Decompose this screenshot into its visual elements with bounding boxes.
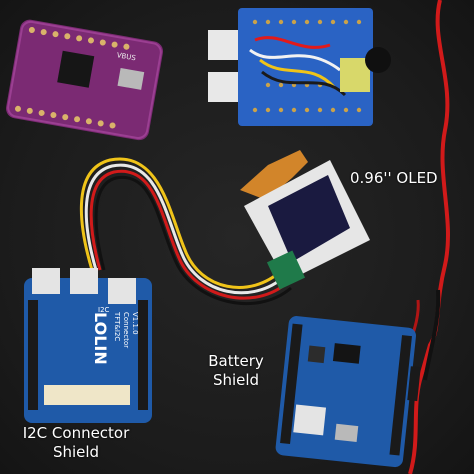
i2c-shield-caption: I2C Connector Shield xyxy=(18,424,134,462)
proto-board xyxy=(238,8,391,126)
black-wire-right xyxy=(423,289,441,381)
i2c-caption-line2: Shield xyxy=(52,443,100,461)
purple-vbus-label: VBUS xyxy=(116,51,137,62)
battery-caption-line2: Shield xyxy=(212,371,260,389)
potentiometer-knob xyxy=(365,47,391,73)
battery-jst-connector xyxy=(293,404,327,436)
i2c-model-text-2: Connector xyxy=(122,312,130,348)
red-wire-right xyxy=(408,0,450,474)
oled-module xyxy=(240,150,370,290)
lolin-logo-text: LOLIN xyxy=(91,312,110,365)
i2c-port-label: I2C xyxy=(98,306,110,314)
purple-mcu-board: VBUS xyxy=(6,19,164,141)
oled-connector xyxy=(266,250,306,290)
i2c-port-1 xyxy=(32,268,60,294)
battery-chip xyxy=(332,343,361,364)
i2c-port-3 xyxy=(108,278,136,304)
battery-shield xyxy=(275,316,421,468)
battery-shield-caption: Battery Shield xyxy=(208,352,264,390)
oled-flex-cable xyxy=(240,150,308,200)
connector-white-bottom xyxy=(208,72,238,102)
potentiometer-base xyxy=(340,58,370,92)
i2c-version-text: V1.1.0 xyxy=(131,312,139,335)
usb-port xyxy=(117,68,145,90)
connector-white-top xyxy=(208,30,238,60)
i2c-port-2 xyxy=(70,268,98,294)
i2c-cable xyxy=(80,157,292,305)
battery-usb-port xyxy=(334,423,359,442)
oled-screen xyxy=(268,175,350,262)
oled-caption: 0.96'' OLED xyxy=(350,169,438,187)
battery-switch xyxy=(407,366,421,402)
i2c-model-text: TFT&I2C xyxy=(113,311,121,341)
mcu-chip xyxy=(57,50,95,88)
i2c-fpc-connector xyxy=(44,385,130,405)
i2c-caption-line1: I2C Connector xyxy=(22,424,130,442)
battery-caption-line1: Battery xyxy=(208,352,264,370)
lolin-i2c-shield: LOLIN TFT&I2C Connector V1.1.0 I2C xyxy=(24,268,152,423)
